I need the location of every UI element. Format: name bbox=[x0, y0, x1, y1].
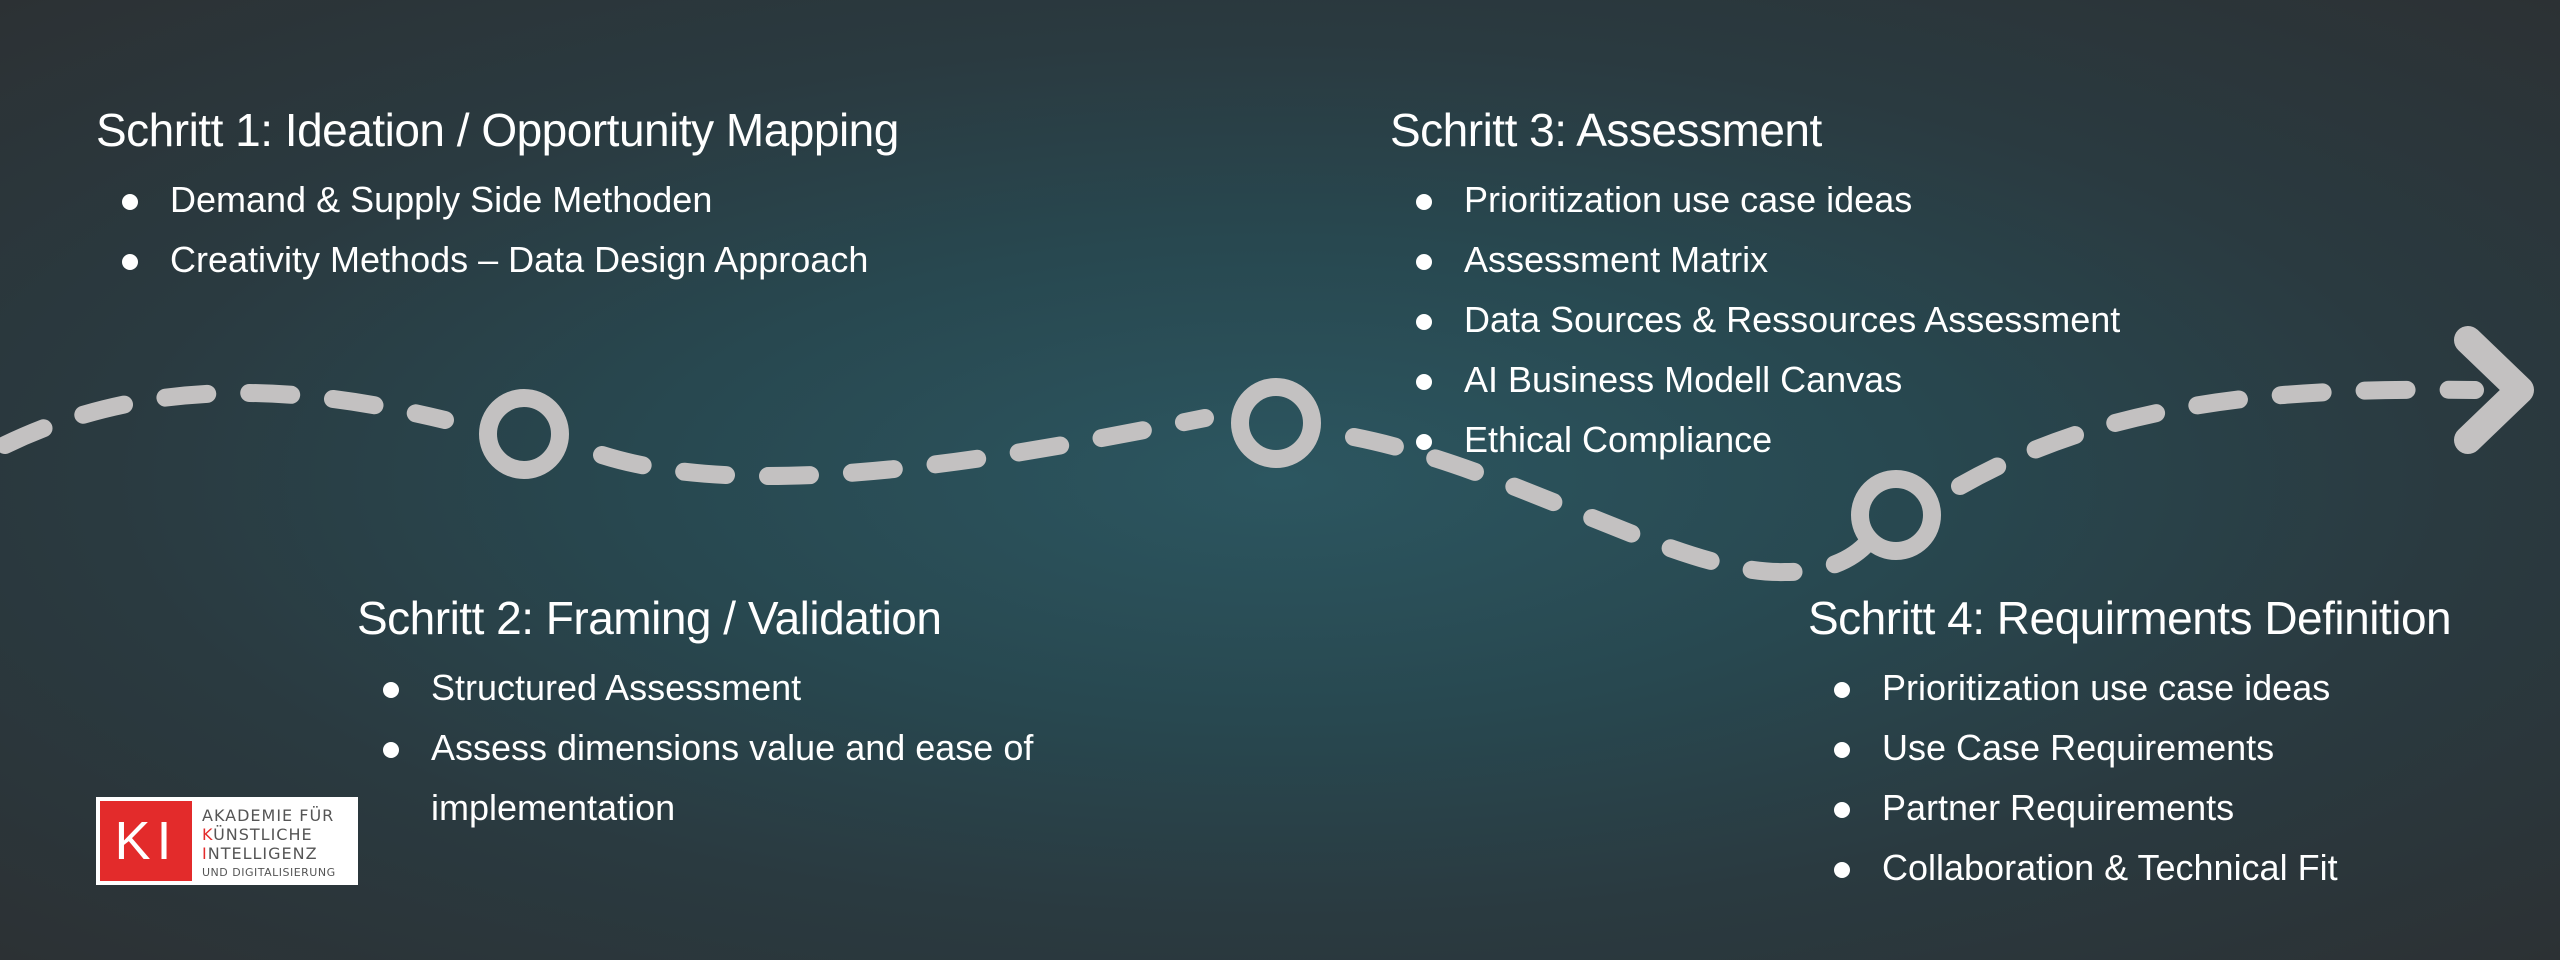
list-item: Partner Requirements bbox=[1808, 778, 2451, 838]
logo-mark: KI bbox=[100, 801, 192, 881]
list-item: Collaboration & Technical Fit bbox=[1808, 838, 2451, 898]
step-4-list: Prioritization use case ideas Use Case R… bbox=[1808, 658, 2451, 898]
list-item: Creativity Methods – Data Design Approac… bbox=[96, 230, 899, 290]
bullet-icon bbox=[1834, 802, 1850, 818]
arrow-head-icon bbox=[2454, 326, 2534, 454]
step-3-list: Prioritization use case ideas Assessment… bbox=[1390, 170, 2120, 470]
step-1: Schritt 1: Ideation / Opportunity Mappin… bbox=[96, 102, 899, 290]
dashed-path bbox=[0, 380, 2484, 582]
bullet-icon bbox=[383, 682, 399, 698]
list-item: Structured Assessment bbox=[357, 658, 1071, 718]
step-4: Schritt 4: Requirments Definition Priori… bbox=[1808, 590, 2452, 898]
step-3-title: Schritt 3: Assessment bbox=[1390, 104, 1822, 156]
list-item: Assessment Matrix bbox=[1390, 230, 2120, 290]
milestone-circle-2 bbox=[1231, 378, 1321, 468]
step-2: Schritt 2: Framing / Validation Structur… bbox=[357, 590, 1071, 838]
list-item: AI Business Modell Canvas bbox=[1390, 350, 2120, 410]
step-2-title: Schritt 2: Framing / Validation bbox=[357, 592, 942, 644]
milestone-circle-3 bbox=[1851, 470, 1941, 560]
list-item: Demand & Supply Side Methoden bbox=[96, 170, 899, 230]
bullet-icon bbox=[122, 194, 138, 210]
list-item: Ethical Compliance bbox=[1390, 410, 2120, 470]
bullet-icon bbox=[122, 254, 138, 270]
step-4-title: Schritt 4: Requirments Definition bbox=[1808, 592, 2452, 644]
step-1-title: Schritt 1: Ideation / Opportunity Mappin… bbox=[96, 104, 899, 156]
logo-text: AKADEMIE FÜR KÜNSTLICHE INTELLIGENZ UND … bbox=[202, 806, 336, 879]
step-1-list: Demand & Supply Side Methoden Creativity… bbox=[96, 170, 899, 290]
bullet-icon bbox=[1416, 374, 1432, 390]
step-2-list: Structured Assessment Assess dimensions … bbox=[357, 658, 1071, 838]
list-item: Data Sources & Ressources Assessment bbox=[1390, 290, 2120, 350]
bullet-icon bbox=[1416, 434, 1432, 450]
bullet-icon bbox=[1834, 682, 1850, 698]
list-item: Prioritization use case ideas bbox=[1390, 170, 2120, 230]
step-3: Schritt 3: Assessment Prioritization use… bbox=[1390, 102, 2120, 470]
list-item: Use Case Requirements bbox=[1808, 718, 2451, 778]
list-item: Assess dimensions value and ease of impl… bbox=[357, 718, 1071, 838]
bullet-icon bbox=[383, 742, 399, 758]
list-item: Prioritization use case ideas bbox=[1808, 658, 2451, 718]
bullet-icon bbox=[1416, 194, 1432, 210]
ki-akademie-logo: KI AKADEMIE FÜR KÜNSTLICHE INTELLIGENZ U… bbox=[96, 797, 358, 885]
milestone-circle-1 bbox=[479, 389, 569, 479]
bullet-icon bbox=[1834, 742, 1850, 758]
bullet-icon bbox=[1834, 862, 1850, 878]
bullet-icon bbox=[1416, 254, 1432, 270]
bullet-icon bbox=[1416, 314, 1432, 330]
